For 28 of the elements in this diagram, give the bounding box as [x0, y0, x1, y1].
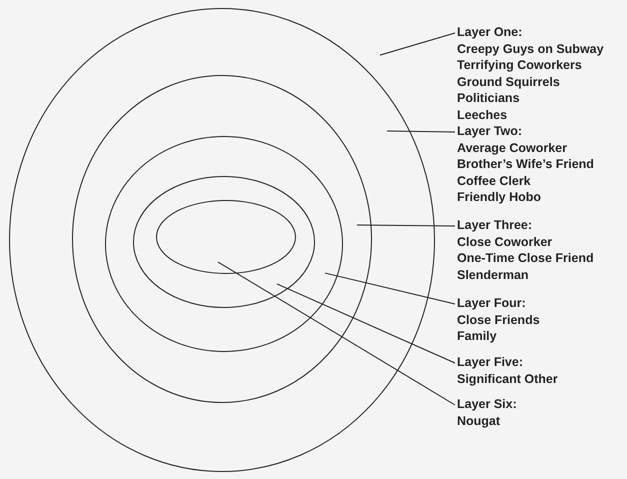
layer-heading: Layer Six:: [457, 396, 517, 412]
list-item: Close Coworker: [457, 234, 552, 250]
leader-line: [276, 283, 456, 364]
layer-heading: Layer Three:: [457, 217, 532, 234]
list-item: Leeches: [457, 106, 508, 123]
layer-heading: Layer One:: [457, 24, 522, 40]
list-item: Creepy Guys on Subway: [457, 40, 604, 57]
list-item: Brother’s Wife’s Friend: [457, 156, 594, 172]
leader-line: [356, 224, 456, 226]
leader-line: [380, 32, 456, 56]
list-item: Significant Other: [457, 370, 558, 387]
list-item: Terrifying Coworkers: [457, 57, 582, 74]
list-item: Coffee Clerk: [457, 172, 531, 189]
leader-line: [324, 272, 456, 304]
layer-heading: Layer Five:: [457, 354, 524, 370]
list-item: Family: [457, 328, 497, 344]
leader-line: [218, 262, 456, 406]
list-item: Slenderman: [457, 266, 529, 283]
list-item: One-Time Close Friend: [457, 250, 594, 266]
list-item: Nougat: [457, 412, 500, 429]
list-item: Politicians: [457, 90, 520, 106]
list-item: Ground Squirrels: [457, 74, 560, 90]
leader-line: [386, 130, 456, 132]
layer-heading: Layer Two:: [457, 123, 522, 140]
layer-heading: Layer Four:: [457, 295, 526, 312]
list-item: Close Friends: [457, 312, 540, 328]
list-item: Average Coworker: [457, 140, 567, 156]
list-item: Friendly Hobo: [457, 189, 542, 206]
